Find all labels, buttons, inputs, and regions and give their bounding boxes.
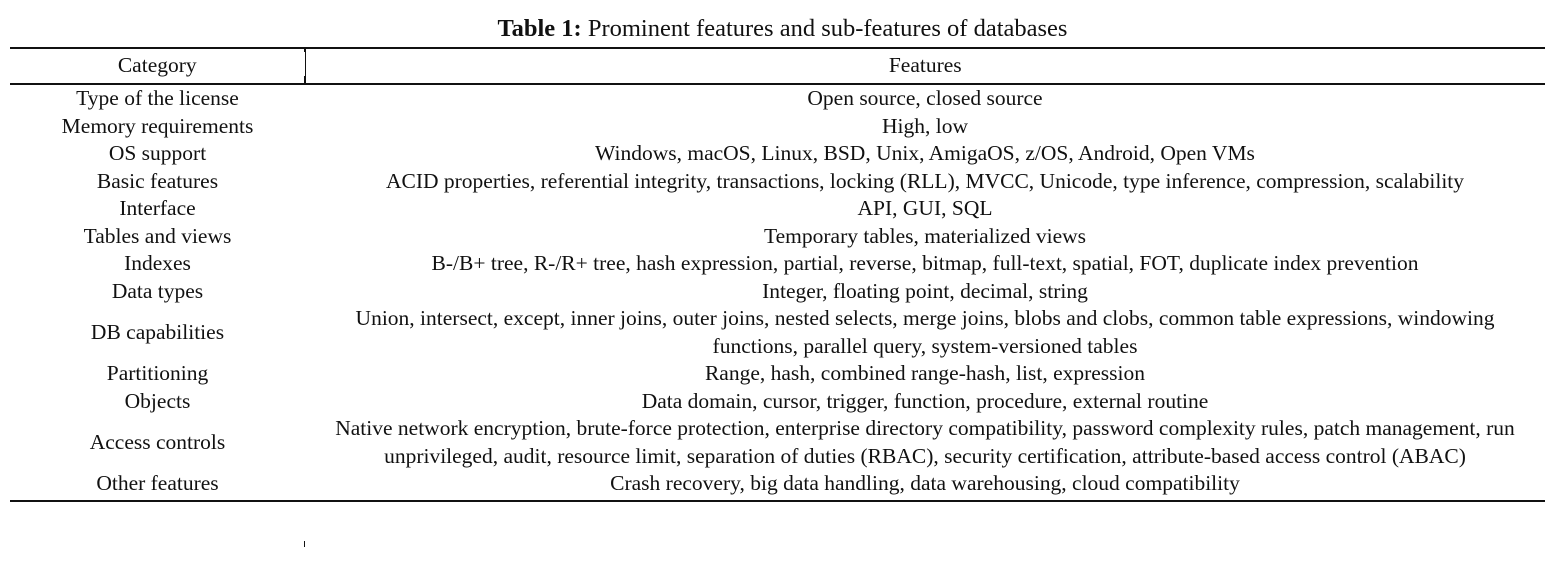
cell-features: Union, intersect, except, inner joins, o… xyxy=(355,306,1495,358)
features-table: Category Features Type of the license Ope… xyxy=(10,47,1545,502)
cell-features: Native network encryption, brute-force p… xyxy=(335,416,1515,468)
cell-category: Partitioning xyxy=(106,361,209,385)
cell-category: Indexes xyxy=(124,251,191,275)
cell-features: API, GUI, SQL xyxy=(857,196,993,220)
table-row: Partitioning Range, hash, combined range-… xyxy=(10,360,1545,388)
table-row: Interface API, GUI, SQL xyxy=(10,195,1545,223)
table-row: Data types Integer, floating point, decim… xyxy=(10,278,1545,306)
table-container: Category Features Type of the license Ope… xyxy=(10,47,1545,502)
cell-features: Open source, closed source xyxy=(807,86,1043,110)
table-row: OS support Windows, macOS, Linux, BSD, Un… xyxy=(10,140,1545,168)
cell-category: Other features xyxy=(10,470,305,502)
cell-category: Tables and views xyxy=(83,223,232,248)
cell-features: Data domain, cursor, trigger, function, … xyxy=(641,388,1209,413)
column-divider-tick-bottom xyxy=(304,541,305,547)
caption-label: Table 1: xyxy=(497,15,582,42)
cell-features: Crash recovery, big data handling, data … xyxy=(305,470,1545,502)
cell-features: High, low xyxy=(882,113,968,138)
cell-features: Windows, macOS, Linux, BSD, Unix, AmigaO… xyxy=(595,141,1255,165)
cell-features: Temporary tables, materialized views xyxy=(763,223,1087,248)
cell-category: Objects xyxy=(124,388,191,413)
cell-category: Data types xyxy=(111,278,204,303)
table-header-row: Category Features xyxy=(10,47,1545,85)
column-header-category: Category xyxy=(10,47,306,85)
table-caption: Table 1: Prominent features and sub-feat… xyxy=(0,14,1565,44)
cell-features: ACID properties, referential integrity, … xyxy=(385,168,1465,193)
caption-text: Prominent features and sub-features of d… xyxy=(581,15,1068,42)
cell-features: Range, hash, combined range-hash, list, … xyxy=(704,361,1146,385)
table-row: DB capabilities Union, intersect, except,… xyxy=(10,305,1545,360)
cell-category: Type of the license xyxy=(76,86,239,110)
cell-features: Integer, floating point, decimal, string xyxy=(762,278,1088,303)
cell-category: Basic features xyxy=(96,168,219,193)
table-row: Type of the license Open source, closed s… xyxy=(10,84,1545,113)
column-divider-tick-middle xyxy=(304,76,305,84)
column-header-features: Features xyxy=(305,47,1545,85)
cell-features: B-/B+ tree, R-/R+ tree, hash expression,… xyxy=(431,251,1419,275)
table-row: Objects Data domain, cursor, trigger, fun… xyxy=(10,388,1545,416)
cell-category: OS support xyxy=(108,141,207,165)
table-row: Basic features ACID properties, referenti… xyxy=(10,168,1545,196)
cell-category: Access controls xyxy=(89,429,226,454)
table-row: Memory requirements High, low xyxy=(10,113,1545,141)
table-body: Type of the license Open source, closed s… xyxy=(10,84,1545,502)
cell-category: DB capabilities xyxy=(90,319,225,344)
table-row: Tables and views Temporary tables, materi… xyxy=(10,223,1545,251)
table-head: Category Features xyxy=(10,47,1545,85)
column-divider-tick-top xyxy=(304,47,305,52)
table-row: Access controls Native network encryption… xyxy=(10,415,1545,470)
cell-category: Memory requirements xyxy=(61,113,254,138)
cell-category: Interface xyxy=(119,196,196,220)
table-row: Indexes B-/B+ tree, R-/R+ tree, hash expr… xyxy=(10,250,1545,278)
